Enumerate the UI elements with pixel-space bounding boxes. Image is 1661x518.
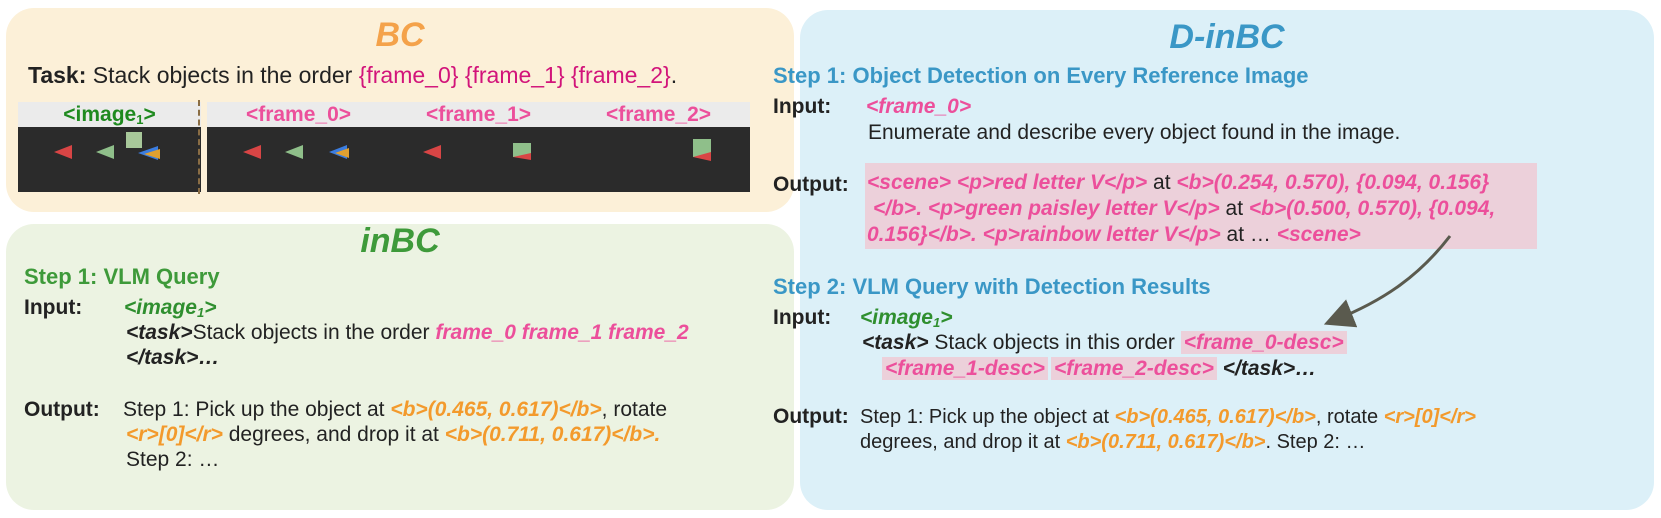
detection-line-1: <scene> <p>red letter V</p> at <b>(0.254… [867,171,1490,194]
red-v-object [423,145,441,159]
detection-output-highlight [865,163,1537,249]
output2-line-2: degrees, and drop it at <b>(0.711, 0.617… [860,431,1366,453]
output-line-3: Step 2: … [126,448,220,471]
output-line-2: <r>[0]</r> degrees, and drop it at <b>(0… [126,423,661,446]
scene-image [207,127,390,192]
task-frames: {frame_0} {frame_1} {frame_2} [358,62,671,88]
frame-image1: <image1> [18,102,201,192]
green-v-object [285,145,303,159]
input2-desc-line: <frame_1-desc><frame_2-desc> </task>… [882,356,1316,382]
red-v-object [243,145,261,159]
frame-0: <frame_0> [207,102,390,192]
scene-objects [54,132,160,160]
frame-divider [198,100,200,194]
scene-image [387,127,570,192]
stacked-object [513,143,531,157]
output-label: Output: [24,398,100,421]
input-instruction: Enumerate and describe every object foun… [868,121,1401,144]
bc-task-line: Task: Stack objects in the order {frame_… [28,61,677,89]
frame-header: <frame_1> [387,102,570,127]
inbc-panel: inBC Step 1: VLM Query Input: <image1> <… [6,222,794,510]
frame-1-desc: <frame_1-desc> [882,357,1048,380]
input-image-token: <image1> [124,296,217,320]
scene-image [18,127,201,192]
frame-1: <frame_1> [387,102,570,192]
dinbc-step2-heading: Step 2: VLM Query with Detection Results [773,274,1211,299]
task-label: Task: [28,62,87,88]
bc-title: BC [375,16,425,54]
red-v-object [54,145,72,159]
frame-header: <frame_0> [207,102,390,127]
frame-2: <frame_2> [567,102,750,192]
task-frames: frame_0 frame_1 frame_2 [435,321,689,344]
bc-panel: BC Task: Stack objects in the order {fra… [6,8,794,212]
input2-task-line: <task> Stack objects in this order <fram… [862,330,1347,356]
inbc-step1-heading: Step 1: VLM Query [24,264,220,289]
task-close: </task>… [1222,357,1317,380]
dinbc-panel: D-inBC [800,10,1654,510]
frame-header: <frame_2> [567,102,750,127]
frame-2-desc: <frame_2-desc> [1050,357,1217,380]
input-label: Input: [24,296,83,319]
input-task-line: <task>Stack objects in the order frame_0… [126,321,689,344]
flow-arrow-icon [1323,235,1452,328]
input2-label: Input: [773,306,832,329]
input-label: Input: [773,95,832,118]
detection-line-3: 0.156}</b>. <p>rainbow letter V</p> at …… [867,223,1361,246]
task-text: Stack objects in the order [92,62,353,88]
dinbc-title: D-inBC [1169,18,1285,56]
output-label: Output: [773,173,849,196]
detection-line-2: </b>. <p>green paisley letter V</p> at <… [873,197,1496,220]
stacked-object [693,139,711,157]
inbc-title: inBC [360,222,440,260]
scene-image [567,127,750,192]
task-end: . [670,62,678,88]
output2-label: Output: [773,405,849,428]
output2-line-1: Step 1: Pick up the object at <b>(0.465,… [860,406,1476,428]
dinbc-step1-heading: Step 1: Object Detection on Every Refere… [773,63,1309,88]
input-frame-token: <frame_0> [866,95,972,118]
frame-header: <image1> [18,102,201,127]
frame-0-desc: <frame_0-desc> [1180,331,1347,354]
input2-image-token: <image1> [860,306,953,330]
green-cube-object [126,132,142,148]
task-close: </task>… [126,346,220,369]
green-v-object [96,145,114,159]
output-line-1: Step 1: Pick up the object at <b>(0.465,… [123,398,668,421]
